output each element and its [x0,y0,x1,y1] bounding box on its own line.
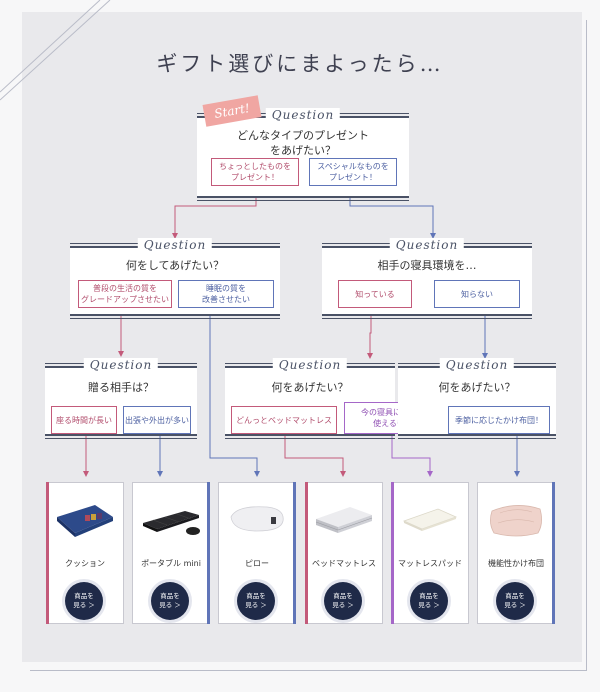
question-1-text-line1: どんなタイプのプレゼント [237,129,369,142]
question-3-text: 相手の寝具環境を… [377,259,477,272]
product-name: ポータブル mini [141,559,201,568]
q5-option-b-line1: 今の寝具に重ねて [361,408,425,417]
cushion-image [57,505,113,537]
q4-option-long-sitting[interactable]: 座る時間が長い [51,406,117,434]
question-1: Question どんなタイプのプレゼント をあげたい？ ちょっとしたものをプレ… [197,108,409,201]
q4-option-travel[interactable]: 出張や外出が多い [123,406,191,434]
mattress-pad-image [402,508,458,531]
q1-option-a-line1: ちょっとしたものを [219,162,291,171]
view-product-line1: 商品を [246,592,266,600]
card-accent [207,482,210,624]
view-product-line2: 見る ＞ [73,601,95,609]
view-product-button[interactable]: 商品を見る ＞ [65,582,103,620]
question-label: Question [137,238,213,252]
comforter-image [490,505,542,537]
q2-option-a-line1: 普段の生活の質を [93,284,157,293]
question-4-text: 贈る相手は？ [88,381,154,394]
question-1-text-line2: をあげたい？ [270,144,336,157]
question-6-text: 何をあげたい？ [438,381,516,394]
q2-option-b-line2: 改善させたい [202,295,250,304]
view-product-line2: 見る ＞ [159,601,181,609]
view-product-line1: 商品を [505,592,525,600]
card-accent [305,482,308,624]
q1-option-b-line2: プレゼント！ [328,173,377,182]
q5-option-mattress[interactable]: どんっとベッドマットレス [231,406,337,434]
q5-option-b-line2: 使えるもの [373,419,413,428]
question-5: Question 何をあげたい？ どんっとベッドマットレス [225,358,395,439]
product-name: 機能性かけ布団 [488,559,544,568]
product-card-portable-mini[interactable]: ポータブル mini 商品を見る ＞ [132,482,210,624]
product-name: ベッドマットレス [312,559,376,568]
product-name: ピロー [245,559,269,568]
question-5-text: 何をあげたい？ [271,381,349,394]
product-card-pillow[interactable]: ピロー 商品を見る ＞ [218,482,296,624]
pillow-image [230,506,284,532]
q1-option-special-gift[interactable]: スペシャルなものをプレゼント！ [309,158,397,186]
question-label: Question [83,358,159,372]
view-product-button[interactable]: 商品を見る ＞ [237,582,275,620]
card-accent [552,482,555,624]
view-product-button[interactable]: 商品を見る ＞ [496,582,534,620]
question-1-text: どんなタイプのプレゼント をあげたい？ [197,128,409,158]
product-card-cushion[interactable]: クッション 商品を見る ＞ [46,482,124,624]
card-accent [46,482,49,624]
view-product-line2: 見る ＞ [418,601,440,609]
q1-option-b-line1: スペシャルなものを [317,162,389,171]
question-4: Question 贈る相手は？ 座る時間が長い 出張や外出が多い [45,358,197,439]
portable-mini-image [143,511,200,535]
question-label: Question [389,238,465,252]
view-product-button[interactable]: 商品を見る ＞ [324,582,362,620]
question-label: Question [272,358,348,372]
q6-option-seasonal-comforter[interactable]: 季節に応じたかけ布団！ [448,406,550,434]
q1-option-small-gift[interactable]: ちょっとしたものをプレゼント！ [211,158,299,186]
view-product-line1: 商品を [333,592,353,600]
question-label: Question [265,108,341,122]
view-product-button[interactable]: 商品を見る ＞ [151,582,189,620]
view-product-button[interactable]: 商品を見る ＞ [410,582,448,620]
product-card-mattress-pad[interactable]: マットレスパッド 商品を見る ＞ [391,482,469,624]
q1-option-a-line2: プレゼント！ [231,173,279,182]
view-product-line2: 見る ＞ [245,601,267,609]
product-name: クッション [65,559,105,568]
view-product-line2: 見る ＞ [332,601,354,609]
view-product-line1: 商品を [419,592,439,600]
card-accent [391,482,394,624]
page-title: ギフト選びにまよったら… [156,52,444,76]
question-label: Question [439,358,515,372]
question-3: Question 相手の寝具環境を… 知っている 知らない [322,238,532,319]
product-card-functional-comforter[interactable]: 機能性かけ布団 商品を見る ＞ [477,482,555,624]
view-product-line1: 商品を [74,592,94,600]
q2-option-a-line2: グレードアップさせたい [81,295,169,304]
q2-option-upgrade-life[interactable]: 普段の生活の質をグレードアップさせたい [78,280,172,308]
product-card-bed-mattress[interactable]: ベッドマットレス 商品を見る ＞ [305,482,383,624]
q3-option-dont-know[interactable]: 知らない [434,280,520,308]
bed-mattress-image [315,507,373,533]
q3-option-know[interactable]: 知っている [338,280,412,308]
view-product-line2: 見る ＞ [504,601,526,609]
q2-option-b-line1: 睡眠の質を [206,284,246,293]
q2-option-improve-sleep[interactable]: 睡眠の質を改善させたい [178,280,274,308]
product-name: マットレスパッド [398,559,462,568]
frame-border [30,20,587,671]
card-accent [293,482,296,624]
question-2: Question 何をしてあげたい？ 普段の生活の質をグレードアップさせたい 睡… [70,238,280,319]
question-2-text: 何をしてあげたい？ [125,259,225,272]
question-6: Question 何をあげたい？ 季節に応じたかけ布団！ [398,358,556,439]
view-product-line1: 商品を [160,592,180,600]
